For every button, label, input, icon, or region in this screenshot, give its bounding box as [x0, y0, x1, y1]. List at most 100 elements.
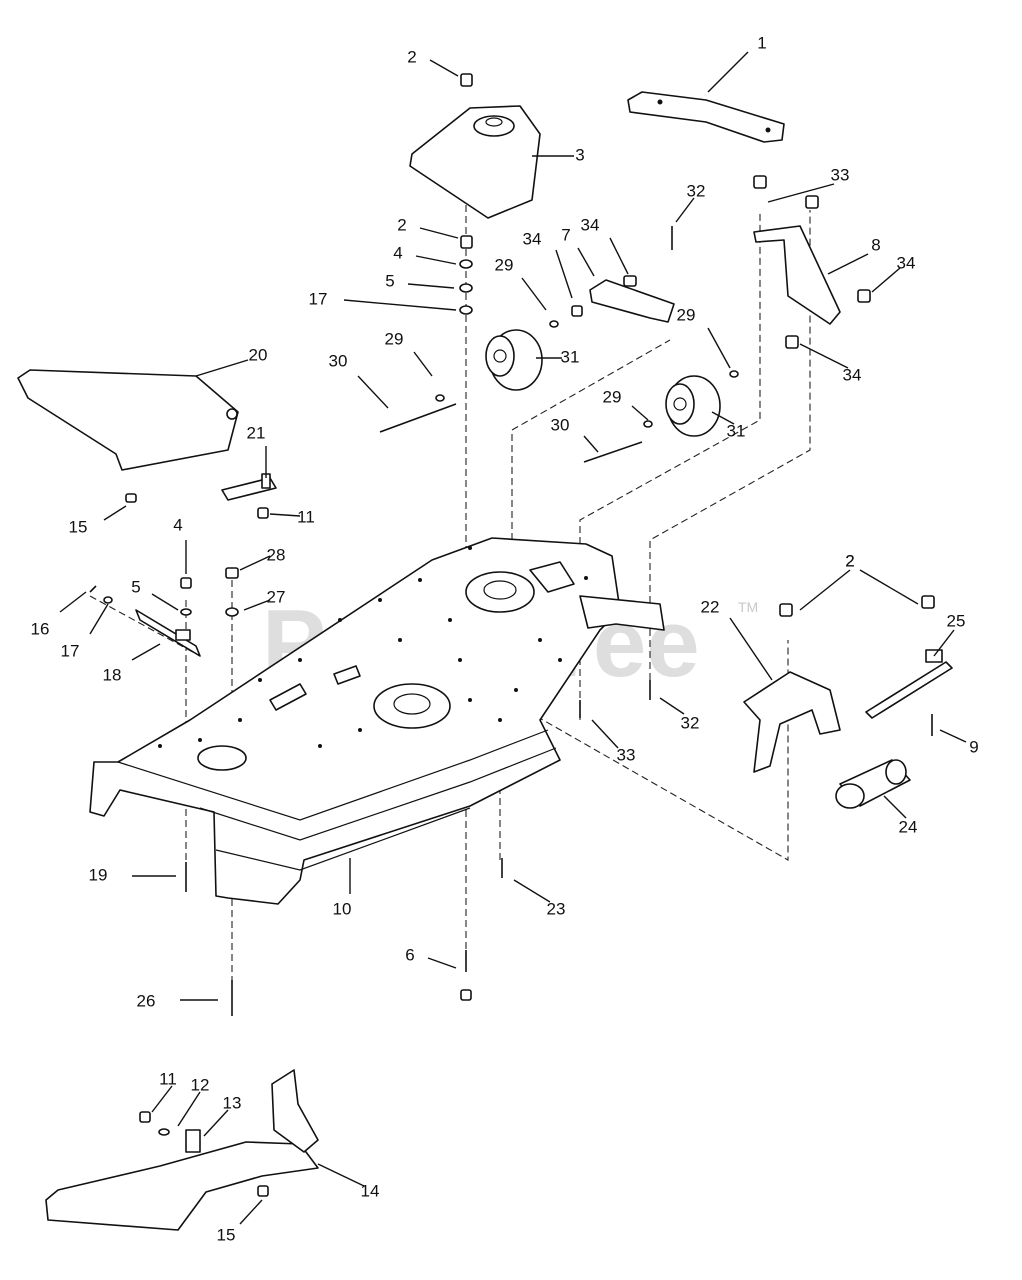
callout-leader: [729, 617, 773, 681]
callout-number: 9: [969, 737, 978, 756]
callout-leader: [131, 643, 161, 661]
callout-number: 32: [681, 713, 700, 732]
callout-leader: [203, 1109, 229, 1137]
wheel-hardware: [379, 226, 739, 463]
callout-leader: [799, 343, 849, 369]
callout-32: 32: [659, 697, 700, 732]
callout-27: 27: [243, 587, 286, 611]
callout-number: 12: [191, 1075, 210, 1094]
callout-number: 27: [267, 587, 286, 606]
callout-34: 34: [581, 215, 629, 275]
deck-holes: [158, 546, 588, 748]
callout-30: 30: [551, 415, 599, 453]
callout-leader: [659, 697, 685, 715]
callout-29: 29: [385, 329, 433, 377]
callout-32: 32: [675, 181, 705, 223]
callout-4: 4: [173, 515, 187, 574]
part-21-bracket: [221, 473, 277, 501]
callout-16: 16: [31, 591, 87, 638]
callout-30: 30: [329, 351, 389, 409]
callout-leader: [591, 719, 619, 749]
callout-number: 14: [361, 1181, 380, 1200]
part-25-rod: [865, 649, 953, 719]
callout-number: 2: [407, 47, 416, 66]
callout-15: 15: [217, 1199, 263, 1244]
callout-leader: [933, 629, 955, 657]
callout-26: 26: [137, 991, 218, 1010]
callout-leader: [675, 197, 695, 223]
callout-number: 17: [61, 641, 80, 660]
callout-15: 15: [69, 505, 127, 536]
callout-11: 11: [269, 507, 315, 526]
callout-leader: [939, 729, 967, 743]
callout-7: 7: [561, 225, 595, 277]
callout-2: 2: [397, 215, 459, 239]
callout-number: 4: [393, 243, 402, 262]
callout-leader: [239, 1199, 263, 1225]
callout-number: 1: [757, 33, 766, 52]
callout-leader: [577, 247, 595, 277]
callout-leader: [427, 957, 457, 969]
watermark-trademark: TM: [738, 599, 758, 615]
callout-number: 26: [137, 991, 156, 1010]
callout-11: 11: [151, 1069, 177, 1113]
callout-29: 29: [677, 305, 731, 369]
callout-leader: [407, 283, 455, 289]
callout-number: 2: [397, 215, 406, 234]
callout-leader: [583, 435, 599, 453]
callout-number: 34: [581, 215, 600, 234]
callout-leader: [521, 277, 547, 311]
callout-4: 4: [393, 243, 457, 265]
callout-leader: [707, 51, 749, 93]
callout-28: 28: [239, 545, 286, 571]
callout-29: 29: [603, 387, 649, 421]
callout-number: 13: [223, 1093, 242, 1112]
callout-3: 3: [532, 145, 585, 164]
callout-leader: [429, 59, 459, 77]
callout-leader: [711, 411, 735, 425]
callout-leader: [767, 183, 835, 203]
callout-leader: [59, 591, 87, 613]
callout-number: 5: [131, 577, 140, 596]
part-20-deflector: [17, 369, 239, 471]
callout-leader: [177, 1091, 201, 1127]
callout-14: 14: [317, 1163, 380, 1200]
callout-number: 3: [575, 145, 584, 164]
callout-number: 21: [247, 423, 266, 442]
callout-leader: [343, 299, 457, 311]
callout-number: 11: [297, 507, 315, 526]
callout-leader: [631, 405, 649, 421]
callout-18: 18: [103, 643, 161, 684]
callout-number: 16: [31, 619, 50, 638]
callout-leader: [195, 359, 249, 377]
callout-number: 28: [267, 545, 286, 564]
callout-34: 34: [871, 253, 915, 293]
callout-number: 31: [727, 421, 746, 440]
callout-9: 9: [939, 729, 979, 756]
callout-2: 2: [407, 47, 459, 77]
bolts: [125, 493, 933, 1016]
callout-leader: [609, 237, 629, 275]
callout-1: 1: [707, 33, 767, 93]
callout-29: 29: [495, 255, 547, 311]
callout-number: 33: [831, 165, 850, 184]
callout-leader: [419, 227, 459, 239]
callout-leader: [707, 327, 731, 369]
callout-number: 7: [561, 225, 570, 244]
callout-leader: [103, 505, 127, 521]
part-22-bracket: [743, 595, 935, 773]
callout-2: 2: [845, 551, 919, 605]
callout-number: 31: [561, 347, 580, 366]
callout-6: 6: [405, 945, 457, 969]
callout-number: 10: [333, 899, 352, 918]
callout-leader: [827, 253, 869, 275]
part-7-plate: [589, 275, 675, 323]
callout-number: 15: [69, 517, 88, 536]
callout-number: 33: [617, 745, 636, 764]
callout-17: 17: [309, 289, 457, 311]
callout-leader: [269, 513, 301, 517]
callout-number: 29: [385, 329, 404, 348]
callout-leader: [151, 1085, 173, 1113]
